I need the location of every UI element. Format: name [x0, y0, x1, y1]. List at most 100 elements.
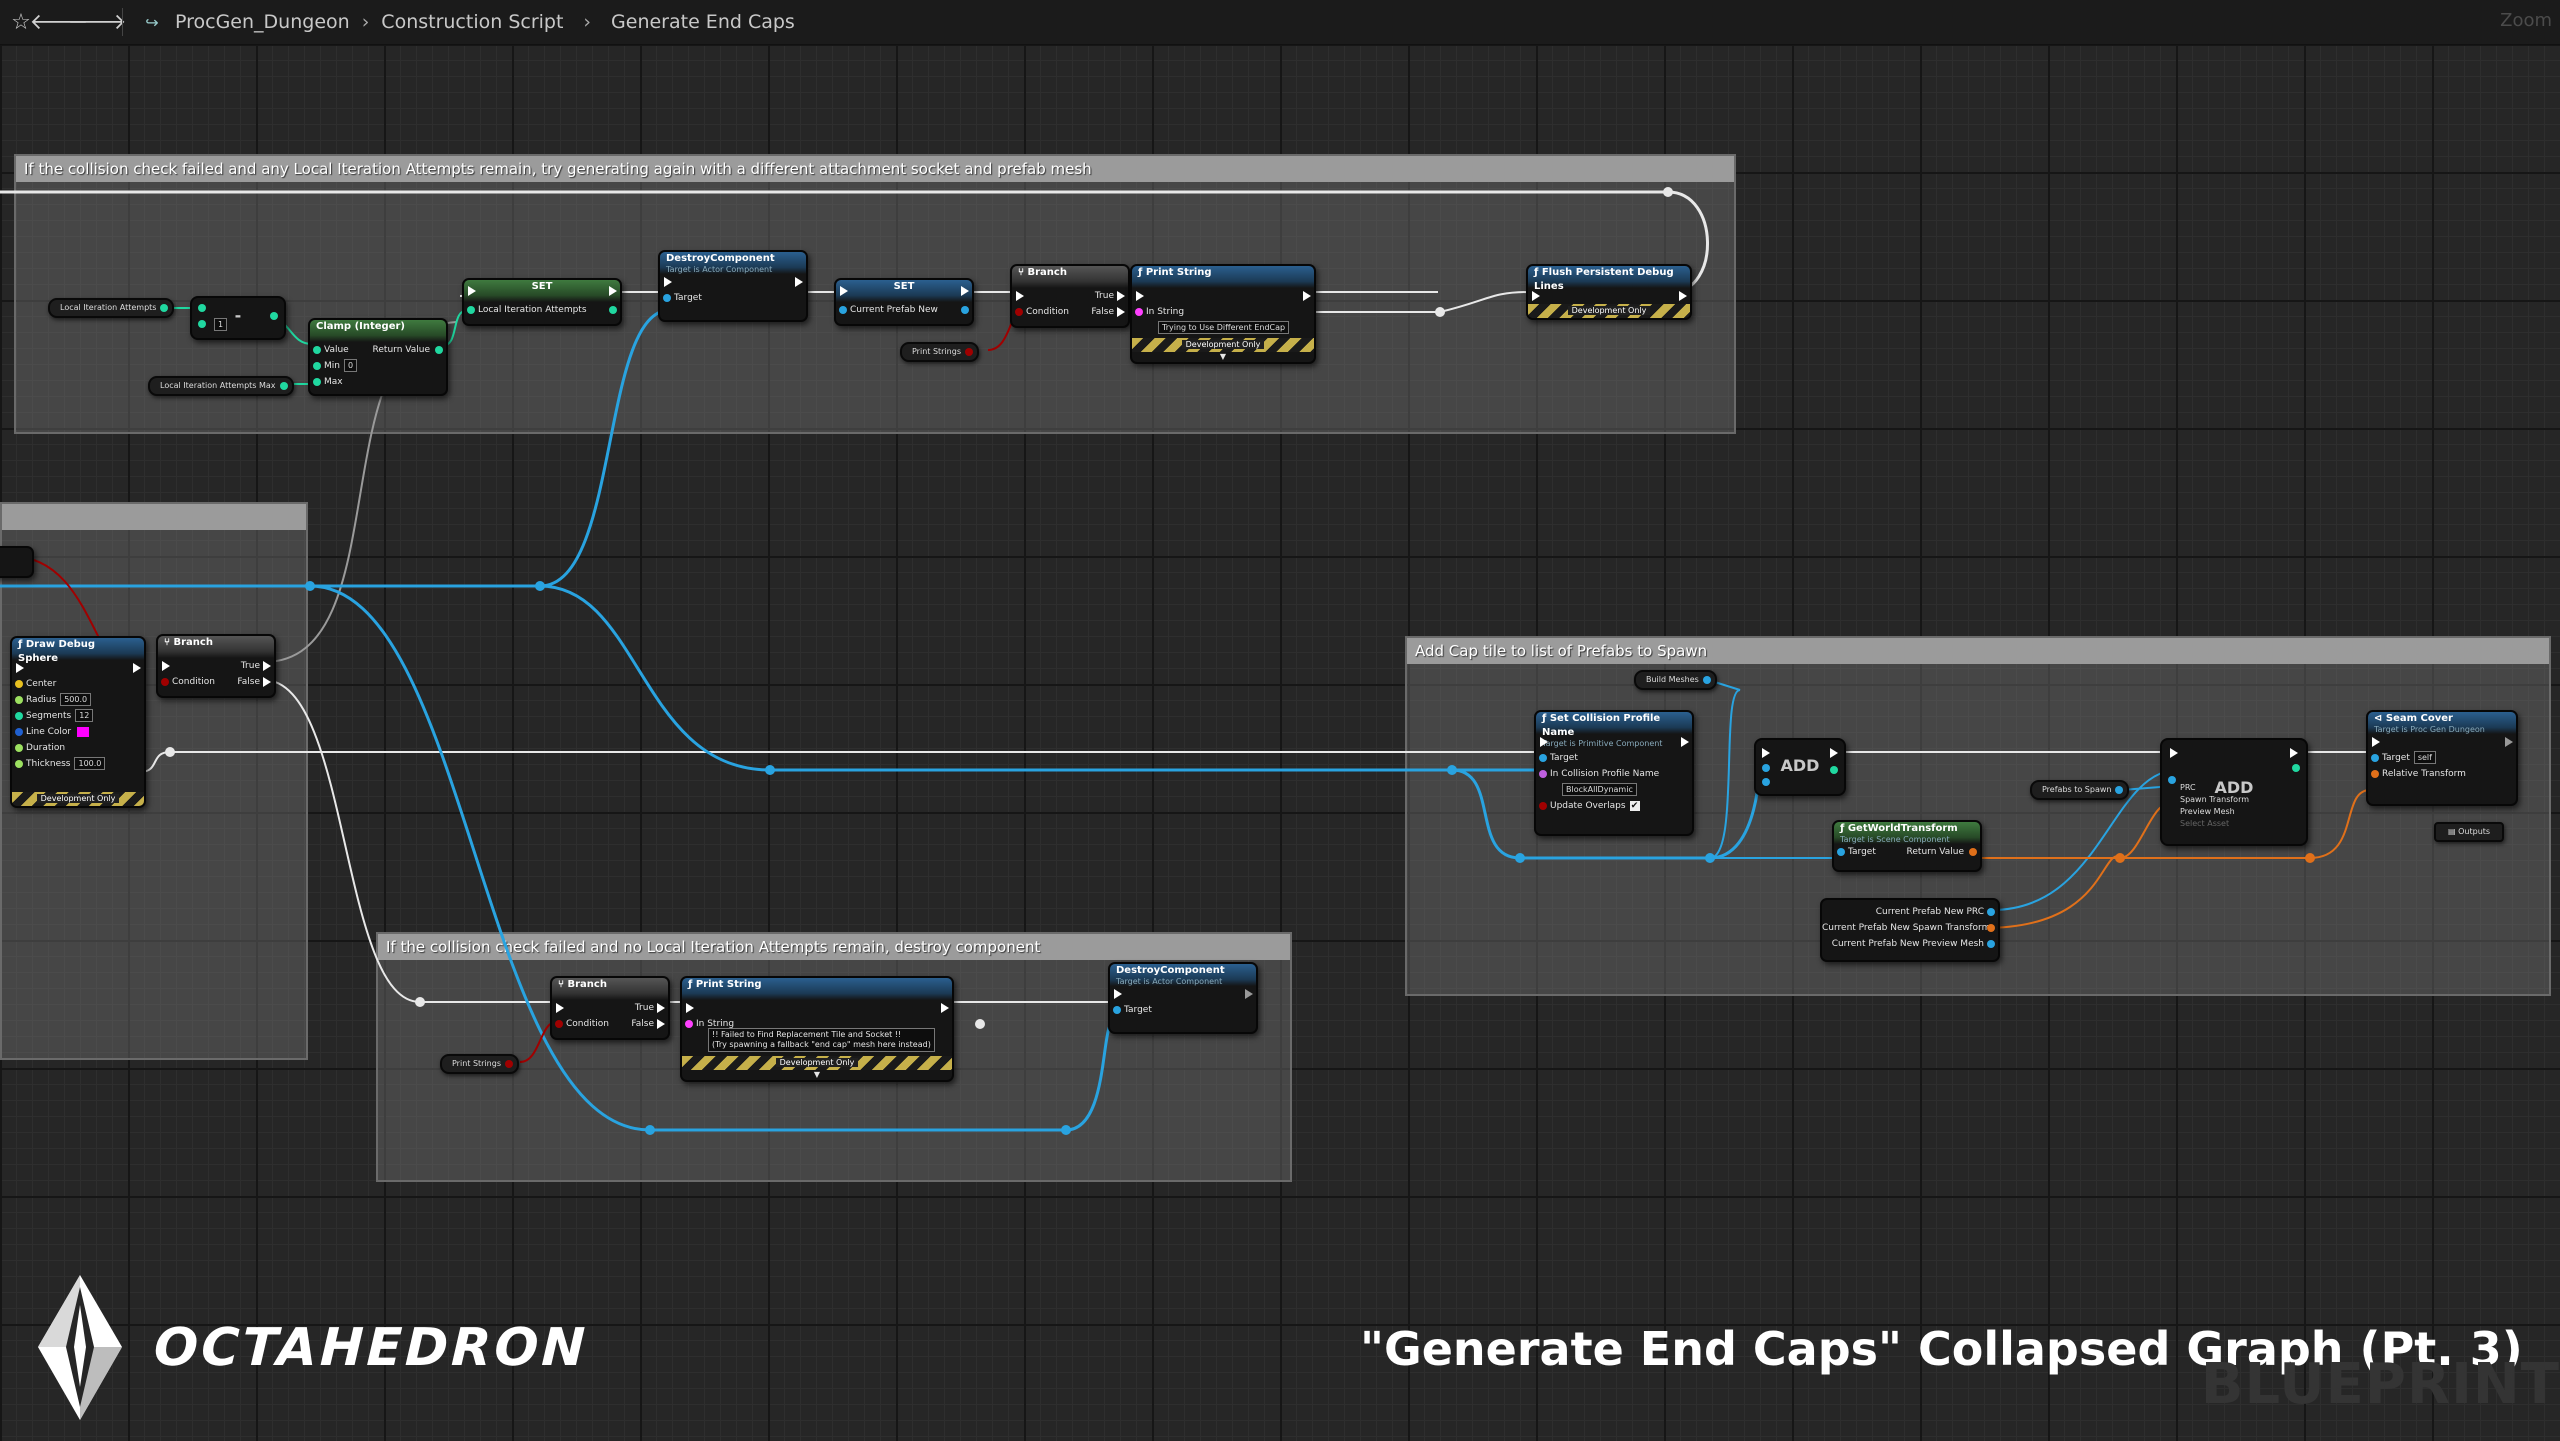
- banner-label: Development Only: [1567, 306, 1651, 315]
- int-pin[interactable]: [198, 304, 206, 312]
- subtract-value[interactable]: 1: [214, 318, 228, 331]
- arrow-right-icon[interactable]: 🡒: [67, 10, 127, 35]
- prefabs-to-spawn-getter[interactable]: Prefabs to Spawn: [2030, 780, 2130, 800]
- radius-value[interactable]: 500.0: [60, 693, 92, 706]
- pin-label: In Collision Profile Name: [1550, 769, 1660, 779]
- subtract-node[interactable]: - 1: [190, 296, 286, 340]
- star-icon[interactable]: ☆: [11, 9, 31, 35]
- node-subtitle: Target is Actor Component: [666, 265, 773, 274]
- expand-arrow-icon[interactable]: ▼: [813, 1070, 821, 1079]
- array-pin[interactable]: [2115, 786, 2124, 794]
- target-self-value[interactable]: self: [2413, 751, 2436, 764]
- graph-toolbar: ☆ 🡐 🡒 ↪ ProcGen_Dungeon › Construction S…: [0, 0, 2560, 45]
- int-pin[interactable]: [2292, 764, 2300, 772]
- add-label: ADD: [2214, 778, 2254, 797]
- int-pin[interactable]: [198, 320, 206, 328]
- pin-row: True: [158, 658, 274, 674]
- node-subtitle: Target is Primitive Component: [1542, 739, 1663, 748]
- int-pin[interactable]: [160, 304, 169, 312]
- int-pin[interactable]: [270, 312, 278, 320]
- graph-caption: "Generate End Caps" Collapsed Graph (Pt.…: [1360, 1322, 2523, 1376]
- print-string-node[interactable]: ƒ Print String In String Trying to Use D…: [1130, 264, 1316, 364]
- print-string-node[interactable]: ƒ Print String In String !! Failed to Fi…: [680, 976, 954, 1082]
- node-title-text: Branch: [173, 637, 213, 648]
- exec-in-pin[interactable]: [1762, 748, 1770, 758]
- set-current-prefab-new-node[interactable]: SET Current Prefab New: [834, 278, 974, 326]
- int-pin[interactable]: [1830, 766, 1838, 774]
- print-strings-getter[interactable]: Print Strings: [440, 1054, 519, 1074]
- pin-label: Preview Mesh: [2180, 807, 2235, 816]
- pin-row: True: [552, 1000, 668, 1016]
- breadcrumb-construction-script[interactable]: Construction Script: [381, 11, 564, 33]
- exec-out-pin[interactable]: [609, 286, 617, 296]
- pin-label: Center: [26, 679, 57, 689]
- in-string-line: !! Failed to Find Replacement Tile and S…: [712, 1030, 902, 1039]
- node-title: Clamp (Integer): [310, 320, 446, 342]
- in-string-value[interactable]: !! Failed to Find Replacement Tile and S…: [708, 1028, 935, 1052]
- node-title-text: GetWorldTransform: [1847, 823, 1958, 834]
- node-title-text: Draw Debug Sphere: [18, 639, 96, 664]
- exec-in-pin[interactable]: [468, 286, 476, 296]
- reroute-node-fragment[interactable]: [0, 546, 34, 578]
- set-local-iteration-attempts-node[interactable]: SET Local Iteration Attempts: [462, 278, 622, 326]
- expand-arrow-icon[interactable]: ▼: [1219, 352, 1227, 361]
- exec-out-pin[interactable]: [2290, 748, 2298, 758]
- item-pin[interactable]: [1762, 778, 1770, 786]
- in-string-value[interactable]: Trying to Use Different EndCap: [1158, 321, 1290, 334]
- thickness-value[interactable]: 100.0: [74, 757, 106, 770]
- exec-in-pin[interactable]: [2170, 748, 2178, 758]
- exec-in-pin[interactable]: [840, 286, 848, 296]
- exec-out-pin[interactable]: [1830, 748, 1838, 758]
- update-overlaps-checkbox[interactable]: ✔: [1629, 801, 1640, 811]
- pin-label: Target: [1550, 753, 1578, 763]
- break-current-prefab-node[interactable]: Current Prefab New PRC Current Prefab Ne…: [1820, 898, 2000, 962]
- subtract-label: -: [234, 306, 242, 325]
- brand-wordmark: OCTAHEDRON: [152, 1318, 590, 1378]
- array-pin[interactable]: [2168, 776, 2176, 784]
- make-struct-add-node[interactable]: ADD PRC Spawn Transform Preview Mesh Sel…: [2160, 738, 2308, 846]
- build-meshes-getter[interactable]: Build Meshes: [1634, 670, 1717, 690]
- bool-pin[interactable]: [505, 1060, 513, 1068]
- breadcrumb-generate-end-caps[interactable]: Generate End Caps: [611, 11, 795, 33]
- array-pin[interactable]: [1702, 676, 1711, 684]
- array-add-node[interactable]: ADD: [1754, 738, 1846, 796]
- pin-label: PRC: [2180, 783, 2196, 792]
- bool-pin[interactable]: [965, 348, 973, 356]
- local-iteration-attempts-getter[interactable]: Local Iteration Attempts: [48, 298, 175, 318]
- pin-label: Target: [2382, 753, 2410, 763]
- node-title-text: Print String: [695, 979, 762, 990]
- outputs-node[interactable]: ▤ Outputs: [2434, 822, 2505, 842]
- array-pin[interactable]: [1762, 764, 1770, 772]
- pin-label: Return Value: [372, 345, 430, 355]
- flush-persistent-debug-lines-node[interactable]: ƒ Flush Persistent Debug Lines Developme…: [1526, 264, 1692, 320]
- pin-label: Line Color: [26, 727, 72, 737]
- breadcrumb-procgen-dungeon[interactable]: ProcGen_Dungeon: [175, 11, 350, 33]
- pin-label: Target: [674, 293, 702, 303]
- pin-row: [1132, 288, 1314, 304]
- node-title-text: Flush Persistent Debug Lines: [1534, 267, 1674, 292]
- segments-value[interactable]: 12: [75, 709, 94, 722]
- print-strings-getter[interactable]: Print Strings: [900, 342, 979, 362]
- pin-label: Target: [1848, 847, 1876, 857]
- local-iteration-attempts-max-getter[interactable]: Local Iteration Attempts Max: [148, 376, 294, 396]
- collision-profile-value[interactable]: BlockAllDynamic: [1562, 783, 1637, 796]
- pin-label: Current Prefab New Preview Mesh: [1831, 939, 1984, 949]
- exec-out-pin[interactable]: [961, 286, 969, 296]
- int-pin[interactable]: [279, 382, 288, 390]
- node-title: ⑂ Branch: [1012, 266, 1128, 288]
- min-value[interactable]: 0: [343, 359, 358, 372]
- line-color-swatch[interactable]: [77, 726, 90, 737]
